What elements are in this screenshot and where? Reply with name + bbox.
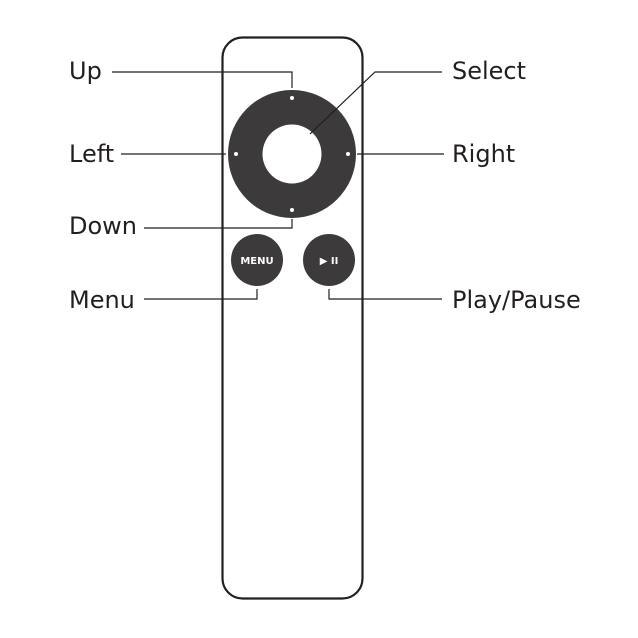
menu-label: Menu — [69, 286, 135, 314]
menu-callout-line — [144, 289, 258, 300]
play-pause-button[interactable] — [303, 234, 355, 286]
down-label: Down — [69, 212, 138, 240]
menu-button-label: MENU — [240, 256, 273, 267]
select-button[interactable] — [262, 124, 322, 184]
play-pause-callout-line — [328, 289, 442, 300]
down-dot — [290, 208, 294, 212]
play-pause-button-label: ▶ II — [320, 256, 339, 267]
right-dot — [346, 152, 350, 156]
left-label: Left — [69, 140, 115, 168]
right-label: Right — [452, 140, 516, 168]
down-callout-line — [144, 219, 293, 229]
up-dot — [290, 96, 294, 100]
select-callout-line — [309, 71, 442, 135]
up-label: Up — [69, 57, 102, 85]
up-callout-line — [112, 71, 293, 88]
play-pause-label: Play/Pause — [452, 286, 581, 314]
select-label: Select — [452, 57, 527, 85]
menu-button[interactable] — [231, 234, 283, 286]
left-dot — [234, 152, 238, 156]
